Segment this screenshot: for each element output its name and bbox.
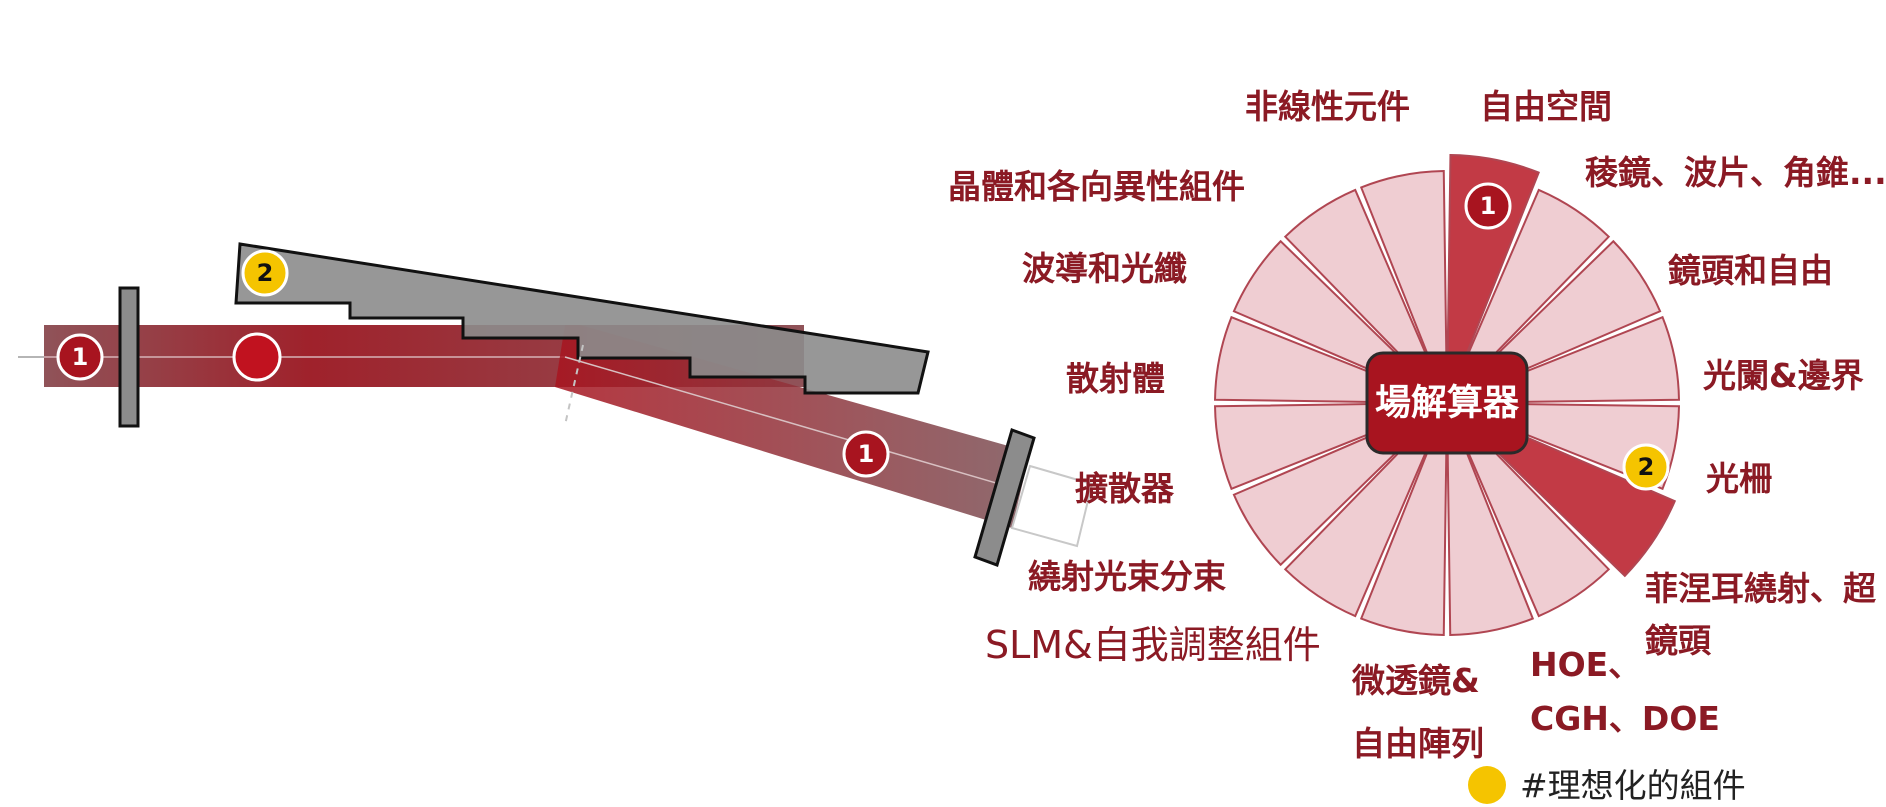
badge-one-diffracted: 1 xyxy=(842,430,890,478)
label-lens: 鏡頭 xyxy=(1645,621,1712,660)
wheel-wedge-15 xyxy=(1283,188,1445,398)
wheel-wedge-10 xyxy=(1283,408,1445,618)
wheel-wedge-8 xyxy=(1446,411,1535,636)
label-cgh-doe: CGH、DOE xyxy=(1530,699,1720,738)
diffracted-beam-axis xyxy=(564,356,1021,491)
legend-ideal-marker xyxy=(1468,766,1506,804)
label-crystal-anisotropic: 晶體和各向異性組件 xyxy=(948,167,1245,206)
label-fresnel: 菲涅耳繞射、超 xyxy=(1645,569,1877,608)
wheel-wedge-7 xyxy=(1449,408,1611,618)
badge-one-wheel-text: 1 xyxy=(1480,192,1497,220)
badge-two-grating-text: 2 xyxy=(257,259,274,287)
badge-one-left: 1 xyxy=(56,333,104,381)
badge-one-diffracted-text: 1 xyxy=(858,440,875,468)
badge-one-left-text: 1 xyxy=(72,343,89,371)
legend-text: #理想化的組件 xyxy=(1520,766,1746,805)
wheel-wedge-9 xyxy=(1359,411,1448,636)
legend: #理想化的組件 xyxy=(1468,766,1746,805)
wheel-wedge-2 xyxy=(1449,188,1611,398)
badge-two-wheel-text: 2 xyxy=(1638,453,1655,481)
beam-marker xyxy=(232,332,282,382)
label-freeform-array: 自由陣列 xyxy=(1352,724,1484,763)
center-box xyxy=(1365,351,1529,455)
label-diffractive-splitter: 繞射光束分束 xyxy=(1028,557,1226,596)
label-slm: SLM&自我調整組件 xyxy=(985,623,1321,667)
label-scatterer: 散射體 xyxy=(1066,359,1165,398)
field-solver-center: 場解算器 xyxy=(1365,351,1529,455)
label-grating: 光柵 xyxy=(1706,459,1772,498)
diffracted-beam xyxy=(555,325,1030,528)
label-prism-waveplate: 稜鏡、波片、角錐... xyxy=(1585,153,1886,192)
grating-normal-line xyxy=(564,344,584,426)
grating-element xyxy=(234,242,930,395)
badge-one-wheel: 1 xyxy=(1464,182,1512,230)
badge-two-wheel: 2 xyxy=(1622,443,1670,491)
badge-two-grating: 2 xyxy=(241,249,289,297)
wheel-wedge-16 xyxy=(1359,170,1448,395)
optical-system: 1 2 1 xyxy=(18,242,1094,567)
label-nonlinear: 非線性元件 xyxy=(1245,87,1410,126)
label-microlens: 微透鏡& xyxy=(1351,661,1480,700)
center-label: 場解算器 xyxy=(1375,383,1520,424)
label-aperture-boundary: 光闌&邊界 xyxy=(1703,356,1864,395)
wedge-labels: 自由空間 稜鏡、波片、角錐... 鏡頭和自由 光闌&邊界 光柵 菲涅耳繞射、超 … xyxy=(948,87,1886,763)
output-field-box xyxy=(1010,464,1094,548)
output-plane xyxy=(973,428,1036,567)
label-free-space: 自由空間 xyxy=(1480,87,1612,126)
label-lens-freeform: 鏡頭和自由 xyxy=(1668,251,1833,290)
input-plane xyxy=(118,286,140,428)
label-waveguide-fiber: 波導和光纖 xyxy=(1022,249,1187,288)
label-diffuser: 擴散器 xyxy=(1075,469,1175,508)
label-hoe: HOE、 xyxy=(1530,645,1641,684)
